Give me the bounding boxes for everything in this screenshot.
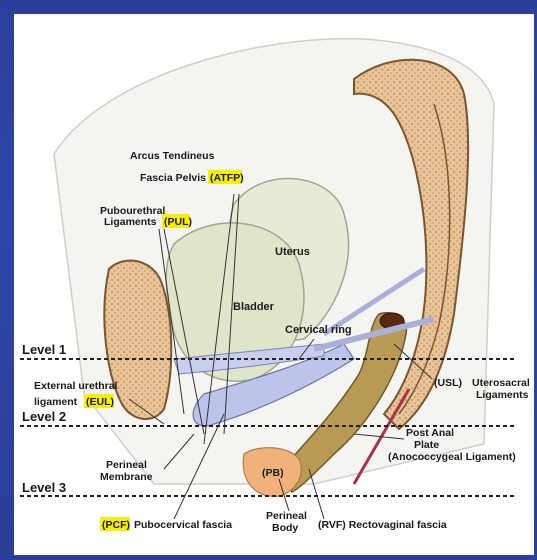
eul-label-1: External urethral <box>34 380 118 392</box>
level-1-label: Level 1 <box>22 342 66 357</box>
pb-label: (PB) <box>262 467 284 479</box>
usl-label-2: Ligaments <box>476 389 529 401</box>
post-anal-label-2: Plate <box>414 439 439 451</box>
diagram-panel: Arcus Tendineus Fascia Pelvis (ATFP) Pub… <box>14 14 534 555</box>
level-3-label: Level 3 <box>22 480 66 495</box>
cervical-ring-label: Cervical ring <box>285 324 352 336</box>
atfp-label-2: Fascia Pelvis <box>140 172 206 184</box>
perineal-membrane-label-1: Perineal <box>106 459 147 471</box>
atfp-abbr: (ATFP) <box>210 172 244 184</box>
perineal-body-label-2: Body <box>272 522 298 534</box>
level-2-label: Level 2 <box>22 409 66 424</box>
perineal-body-label-1: Perineal <box>266 510 307 522</box>
eul-label-2: ligament <box>34 396 78 408</box>
pul-abbr: (PUL) <box>164 216 192 228</box>
eul-abbr: (EUL) <box>86 396 114 408</box>
pelvic-floor-diagram: Arcus Tendineus Fascia Pelvis (ATFP) Pub… <box>14 14 534 555</box>
post-anal-label-3: (Anococcygeal Ligament) <box>388 451 516 463</box>
bladder-label: Bladder <box>233 301 275 313</box>
usl-label-1: Uterosacral <box>472 377 530 389</box>
atfp-label-1: Arcus Tendineus <box>130 150 215 162</box>
pul-label-2: Ligaments <box>104 216 157 228</box>
rvf-label: (RVF) Rectovaginal fascia <box>318 519 447 531</box>
perineal-membrane-label-2: Membrane <box>100 471 153 483</box>
post-anal-label-1: Post Anal <box>406 427 454 439</box>
pcf-abbr: (PCF) <box>102 519 130 531</box>
pcf-label: Pubocervical fascia <box>134 519 232 531</box>
uterus-label: Uterus <box>275 246 310 258</box>
usl-abbr: (USL) <box>434 377 462 389</box>
